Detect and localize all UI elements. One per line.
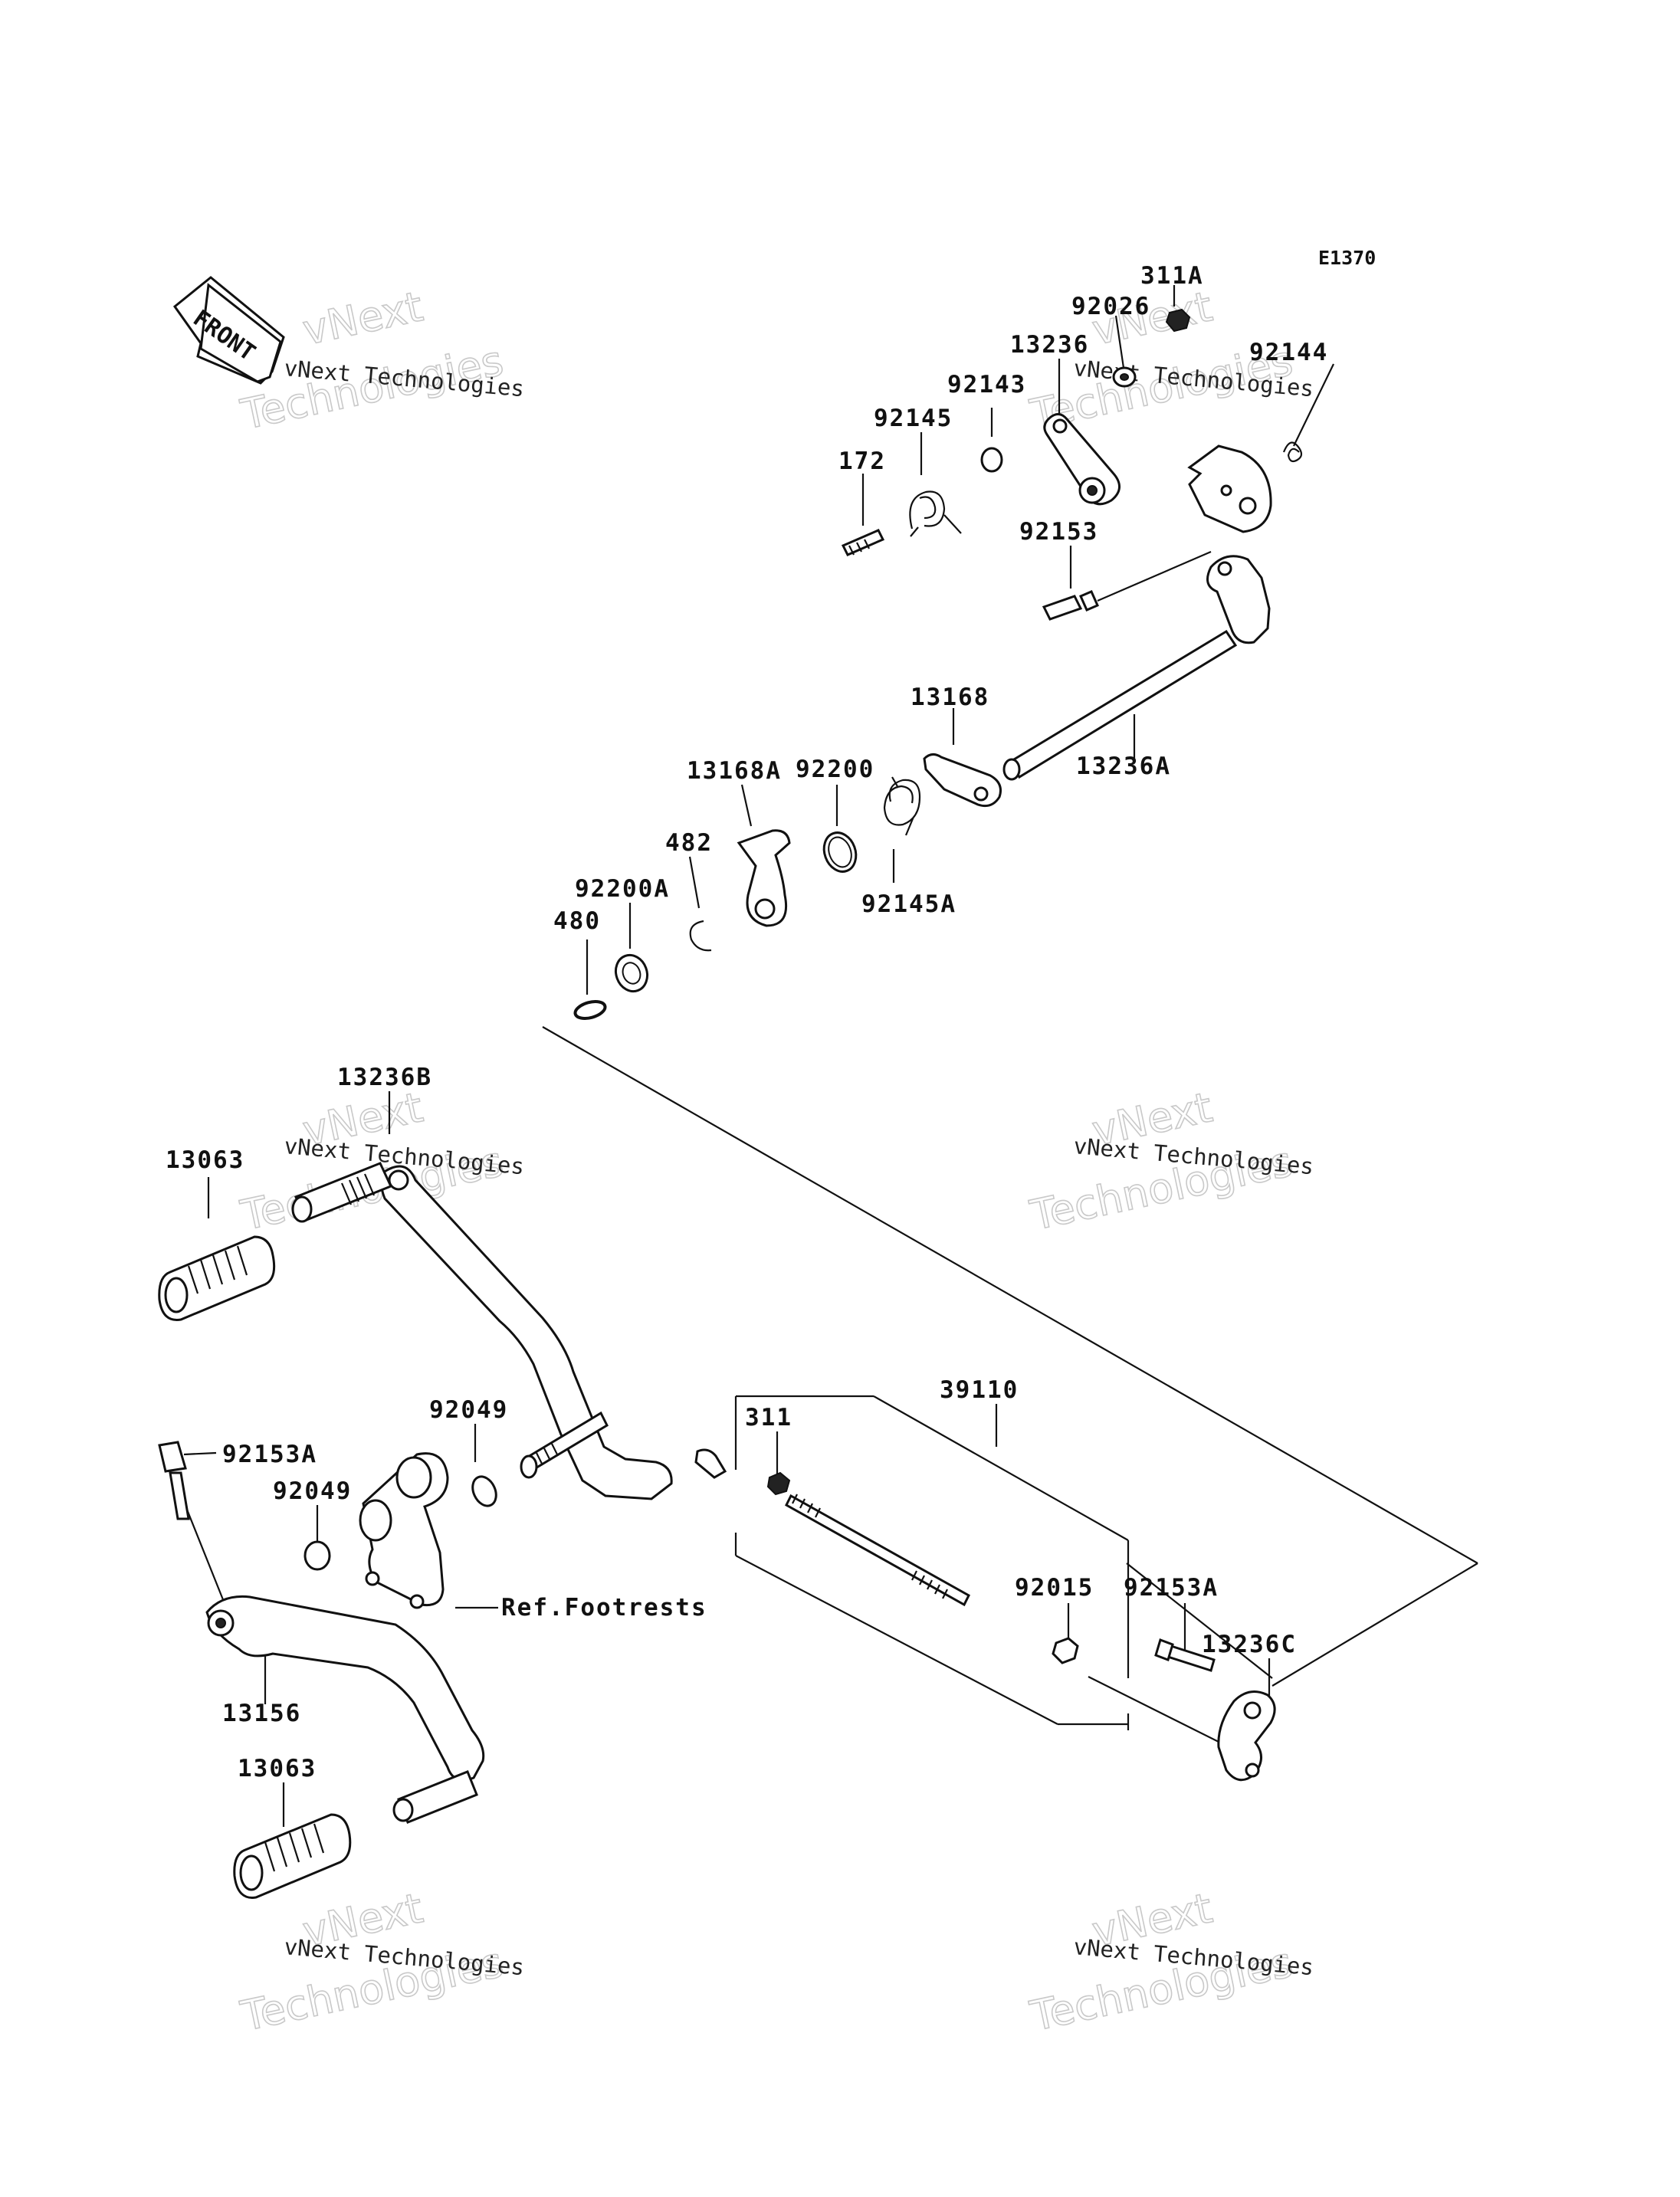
watermark-mid-right: vNext Technologies vNext Technologies	[1025, 1082, 1315, 1240]
bolt-92153a-right	[1154, 1638, 1216, 1672]
label-482: 482	[665, 829, 713, 857]
part-labels: 311A 92026 92144 13236 92143 92145 172 9…	[166, 262, 1328, 1782]
lever-13236	[1043, 413, 1121, 506]
watermark-big-1: vNext	[299, 282, 427, 354]
label-92049-upper: 92049	[429, 1396, 508, 1424]
label-92145a: 92145A	[861, 890, 956, 918]
circlip-480	[573, 1000, 607, 1020]
label-13168a: 13168A	[687, 757, 782, 785]
washer-92200	[822, 831, 858, 873]
bolt-172	[841, 529, 885, 556]
watermark-top-left: vNext Technologies vNext Technologies	[236, 281, 526, 439]
label-311a: 311A	[1140, 262, 1204, 290]
label-172: 172	[838, 448, 886, 475]
watermark-bottom-left: vNext Technologies vNext Technologies	[236, 1883, 526, 2041]
spring-92144	[1282, 441, 1303, 463]
label-13236a: 13236A	[1076, 753, 1171, 780]
nut-311	[766, 1471, 791, 1496]
rubber-13063-top	[158, 1235, 276, 1321]
label-92153: 92153	[1019, 518, 1098, 546]
label-92144: 92144	[1249, 339, 1328, 366]
label-13168: 13168	[911, 684, 989, 711]
footrest-bracket	[359, 1452, 449, 1609]
watermark-bottom-right: vNext Technologies vNext Technologies	[1025, 1883, 1315, 2041]
label-92200: 92200	[796, 756, 874, 783]
spring-92145	[909, 490, 962, 537]
spring-92145a	[883, 776, 921, 836]
collar-92143	[980, 447, 1003, 473]
plate-13165	[1187, 444, 1272, 533]
arm-13236c	[1217, 1690, 1276, 1782]
tie-rod-39110	[694, 1448, 970, 1607]
pivot-shaft	[520, 1411, 609, 1479]
diagram-code: E1370	[1318, 247, 1376, 269]
clip-482	[689, 920, 712, 952]
label-92143: 92143	[947, 371, 1026, 398]
label-13236c: 13236C	[1202, 1631, 1297, 1658]
plate-13168	[923, 753, 1002, 808]
label-13156: 13156	[222, 1700, 301, 1727]
label-13063-top: 13063	[166, 1146, 244, 1174]
washer-92200a	[614, 953, 649, 993]
nut-92015	[1052, 1637, 1079, 1664]
leader-lines-lower	[182, 1091, 1271, 1827]
label-13236b: 13236B	[337, 1064, 432, 1091]
label-13063-bottom: 13063	[238, 1755, 317, 1782]
washer-92049-upper	[471, 1475, 497, 1507]
label-92015: 92015	[1015, 1574, 1094, 1602]
label-480: 480	[553, 907, 601, 935]
label-92049-lower: 92049	[273, 1477, 352, 1505]
label-311: 311	[745, 1404, 792, 1431]
shift-lever-13236b	[291, 1162, 673, 1500]
label-ref-footrests: Ref.Footrests	[501, 1594, 707, 1622]
label-39110: 39110	[940, 1376, 1019, 1404]
heel-lever-13156	[205, 1595, 485, 1824]
washer-92049-lower	[304, 1540, 331, 1571]
front-arrow-icon: FRONT	[172, 276, 285, 385]
watermark-mid-left: vNext Technologies vNext Technologies	[236, 1082, 526, 1240]
washer-92026	[1112, 366, 1137, 388]
label-92026: 92026	[1071, 293, 1150, 320]
label-92153a-right: 92153A	[1124, 1574, 1219, 1602]
shaft-13236a	[1002, 555, 1271, 781]
rubber-13063-bottom	[233, 1813, 352, 1899]
bolt-92153a-left	[158, 1441, 190, 1520]
leader-lines-top	[542, 285, 1478, 1687]
label-13236: 13236	[1010, 331, 1089, 359]
nut-311a	[1165, 308, 1191, 333]
bolt-92153	[1042, 590, 1099, 621]
lever-13168a	[737, 829, 791, 927]
label-92153a-left: 92153A	[222, 1441, 317, 1468]
label-92145: 92145	[874, 405, 953, 432]
label-92200a: 92200A	[575, 875, 670, 903]
